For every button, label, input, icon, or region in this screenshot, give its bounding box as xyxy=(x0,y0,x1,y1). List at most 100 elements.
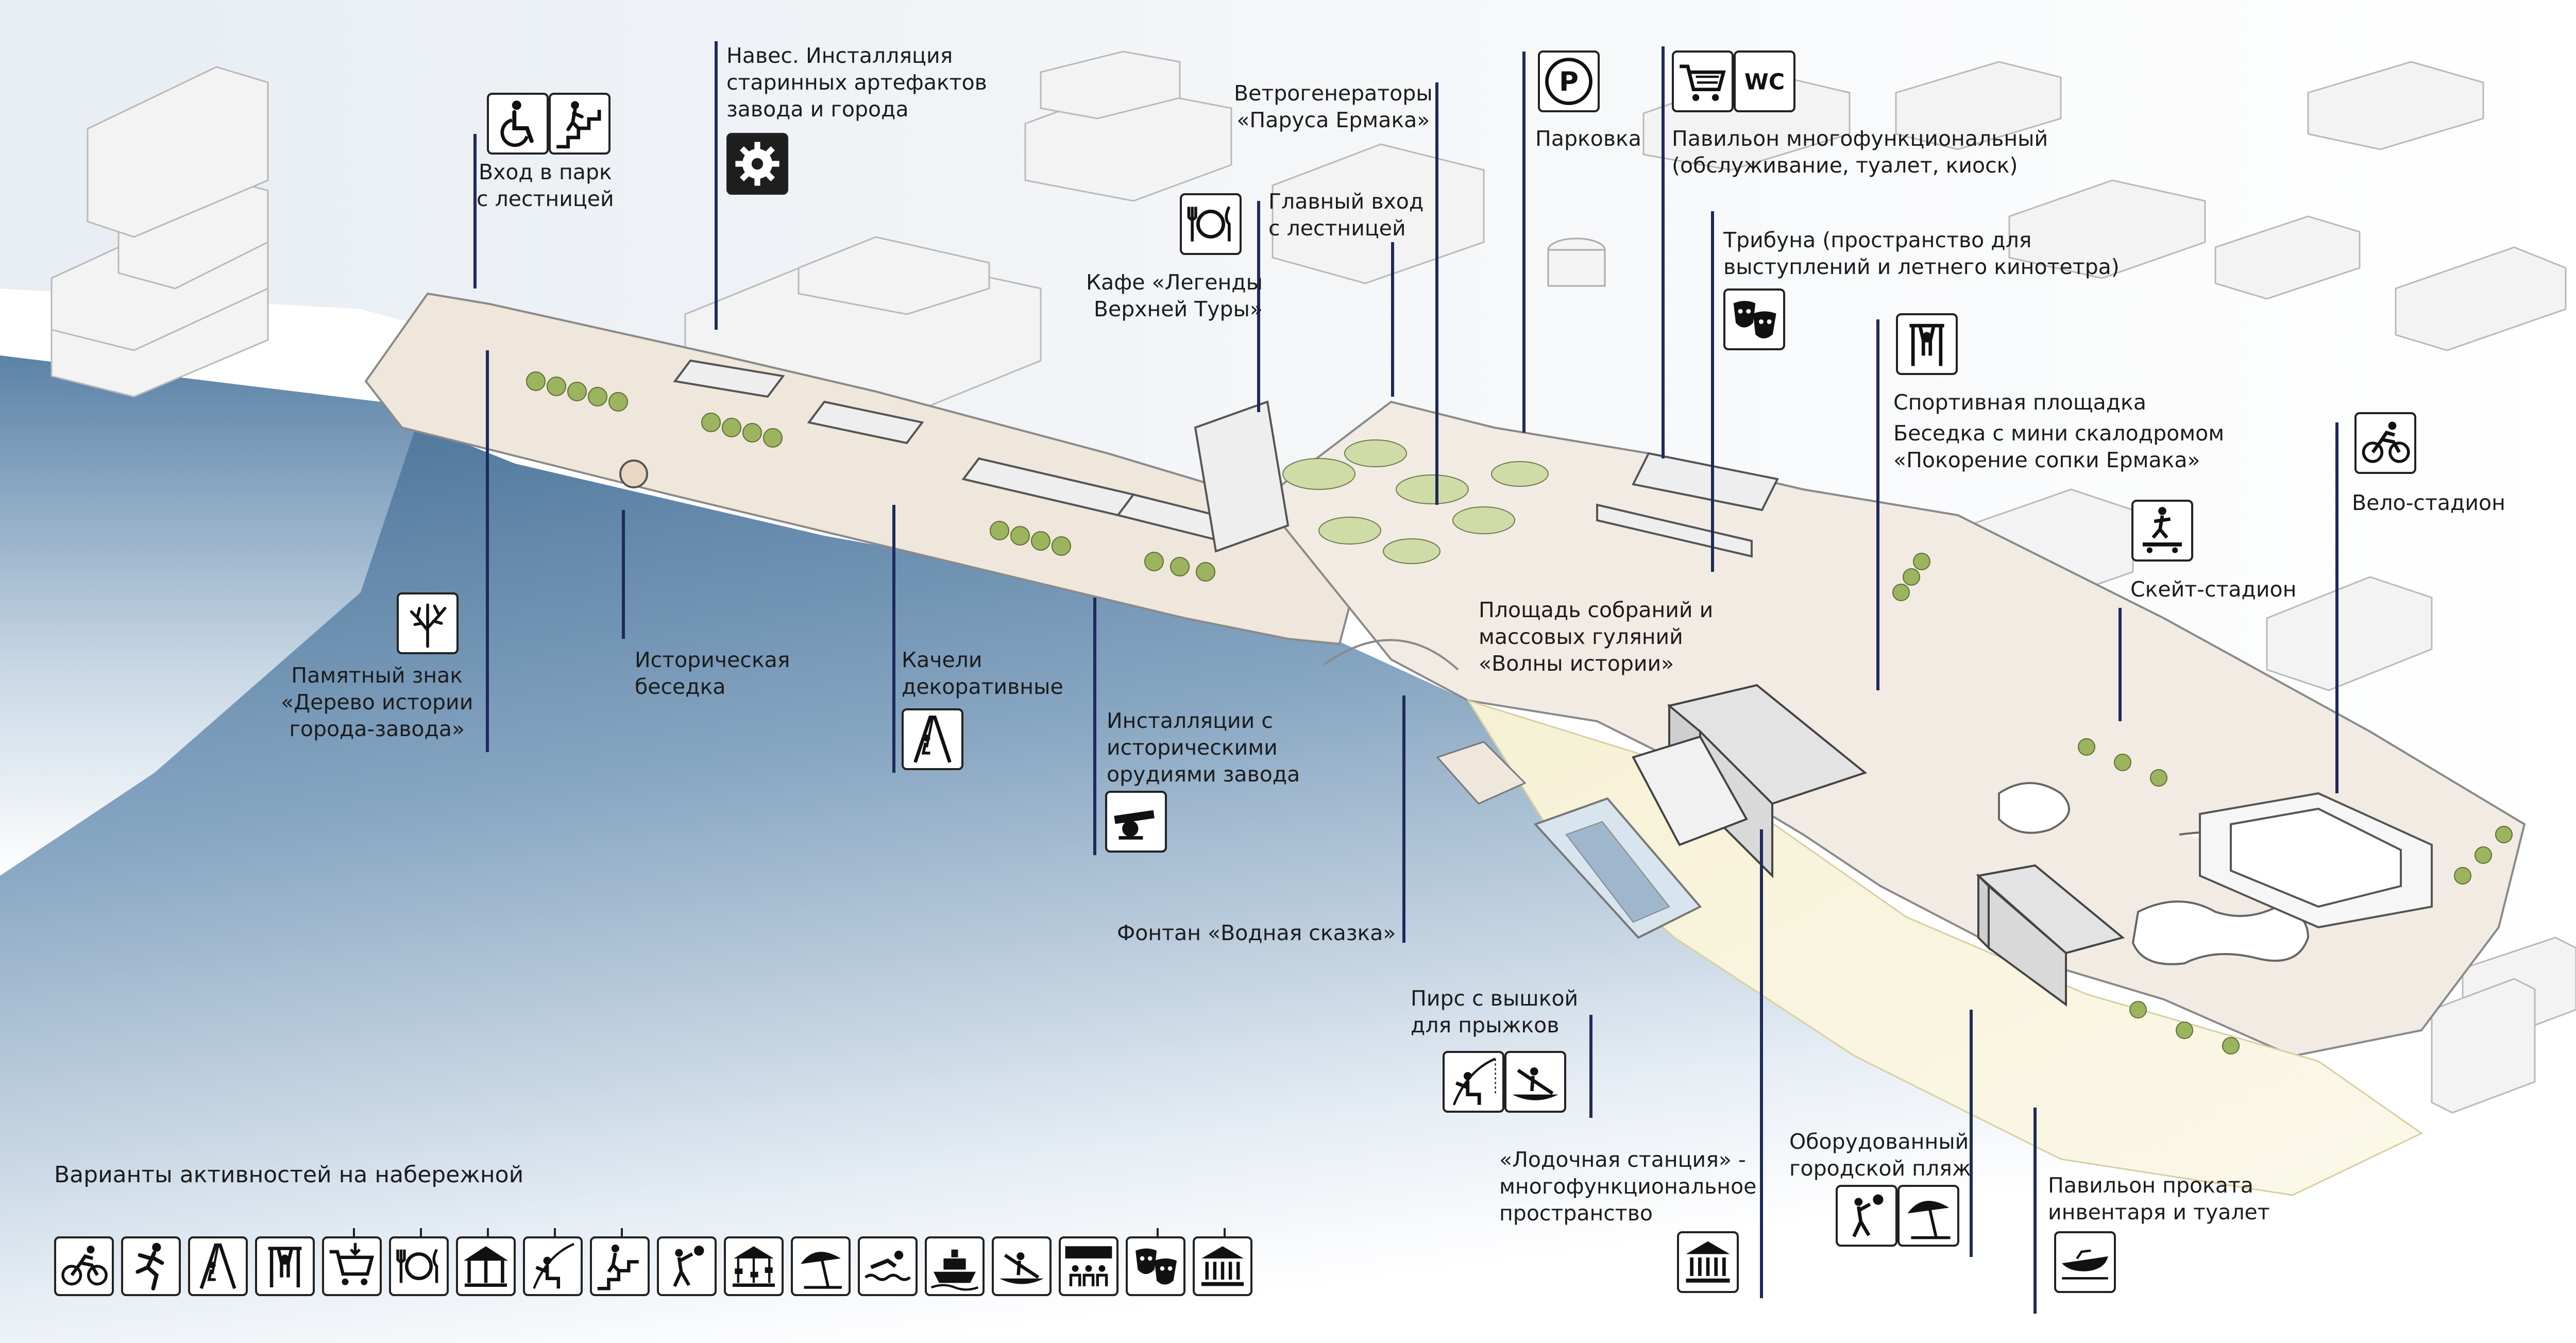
gear-icon xyxy=(726,133,788,195)
leader-parking xyxy=(1522,52,1526,433)
stairs-walker-icon xyxy=(549,93,611,155)
cafe-icon xyxy=(1180,193,1242,255)
legend-cycling-icon xyxy=(54,1236,114,1296)
label-skate-stadium: Скейт-стадион xyxy=(2130,577,2297,602)
leader-wind-generators xyxy=(1435,82,1438,505)
label-swings: Качели декоративные xyxy=(902,648,1063,699)
label-rental-pavilion: Павильон проката инвентаря и туалет xyxy=(2048,1173,2270,1225)
legend-running-icon xyxy=(121,1236,181,1296)
label-climbing-gazebo: Беседка с мини скалодромом «Покорение со… xyxy=(1893,421,2225,472)
legend-cafe-icon xyxy=(389,1228,449,1296)
label-cafe: Кафе «Легенды Верхней Туры» xyxy=(1086,270,1263,321)
leader-pier xyxy=(1589,1015,1592,1118)
legend-carousel-icon xyxy=(724,1236,784,1296)
wc-text: WC xyxy=(1744,70,1785,95)
legend-shopping-icon xyxy=(322,1228,382,1296)
leader-velodrome xyxy=(2335,422,2338,793)
leader-historic-gazebo xyxy=(622,510,625,639)
legend-marker xyxy=(1224,1228,1226,1238)
leader-main-entrance xyxy=(1391,242,1394,397)
legend-marker xyxy=(1157,1228,1159,1238)
leader-tribune xyxy=(1711,211,1714,572)
fishing-icon xyxy=(1443,1051,1504,1113)
river xyxy=(0,355,2576,1343)
pier xyxy=(1436,741,1527,805)
fountain-bay xyxy=(1323,639,1459,671)
label-cannon-installations: Инсталляции с историческими орудиями зав… xyxy=(1107,708,1300,787)
label-canopy: Навес. Инсталляция старинных артефактов … xyxy=(726,43,987,122)
central-gardens xyxy=(1282,439,1549,564)
museum-icon xyxy=(1677,1231,1739,1293)
legend-marker xyxy=(487,1228,489,1238)
legend-museum-icon xyxy=(1193,1228,1252,1296)
label-wind-generators: Ветрогенераторы «Паруса Ермака» xyxy=(1234,81,1433,132)
legend-ball-game-icon xyxy=(657,1236,717,1296)
theatre-masks-icon xyxy=(1723,288,1785,350)
legend-swing-icon xyxy=(188,1236,248,1296)
legend-ferry-icon xyxy=(925,1236,985,1296)
label-pavilion: Павильон многофункциональный (обслуживан… xyxy=(1672,126,2048,178)
trees xyxy=(526,371,2513,1055)
leader-canopy xyxy=(715,41,718,330)
label-tribune: Трибуна (пространство для выступлений и … xyxy=(1723,228,2120,279)
label-parking: Парковка xyxy=(1535,126,1641,151)
shopping-cart-icon xyxy=(1672,50,1734,112)
leader-boat-station xyxy=(1760,829,1763,1298)
leader-entrance-stairs xyxy=(473,134,477,288)
wc-icon: WC xyxy=(1734,50,1795,112)
label-entrance-stairs: Вход в парк с лестницей xyxy=(477,160,614,211)
legend-gazebo-icon xyxy=(456,1228,516,1296)
cycling-icon xyxy=(2354,412,2416,474)
label-fountain: Фонтан «Водная сказка» xyxy=(1117,921,1396,945)
legend-marker xyxy=(353,1228,355,1238)
legend-fishing-icon xyxy=(523,1228,583,1296)
label-memorial-sign: Памятный знак «Дерево истории города-зав… xyxy=(281,663,473,741)
legend-theatre-masks-icon xyxy=(1126,1228,1185,1296)
boat-icon xyxy=(2054,1231,2116,1293)
leader-cannons xyxy=(1093,598,1096,855)
legend-audience-icon xyxy=(1059,1236,1118,1296)
label-beach: Оборудованный городской пляж xyxy=(1789,1129,1971,1181)
legend-marker xyxy=(554,1228,556,1238)
skateboard-icon xyxy=(2131,500,2193,562)
legend-marker xyxy=(621,1228,623,1238)
city-buildings xyxy=(50,50,2576,1114)
wheelchair-icon xyxy=(487,93,549,155)
parking-letter: P xyxy=(1559,66,1579,97)
label-boat-station: «Лодочная станция» - многофункциональное… xyxy=(1499,1147,1757,1226)
rental-pavilion xyxy=(1976,864,2125,1007)
label-sports-ground: Спортивная площадка xyxy=(1893,390,2146,415)
volleyball-icon xyxy=(1836,1185,1897,1247)
legend-marker xyxy=(420,1228,422,1238)
legend-beach-umbrella-icon xyxy=(791,1236,851,1296)
label-pier: Пирс с вышкой для прыжков xyxy=(1411,986,1579,1038)
label-main-entrance: Главный вход с лестницей xyxy=(1268,189,1424,241)
leader-rental xyxy=(2033,1108,2037,1314)
swing-icon xyxy=(902,708,963,770)
kayak-icon xyxy=(1504,1051,1566,1113)
pavilions xyxy=(673,359,1779,558)
cannon-icon xyxy=(1105,791,1167,853)
tree-icon xyxy=(397,592,459,654)
leader-memorial xyxy=(486,350,489,752)
leader-sports xyxy=(1876,319,1879,690)
legend-workout-icon xyxy=(255,1236,315,1296)
leader-beach xyxy=(1970,1010,1973,1257)
leader-swings xyxy=(892,505,895,773)
leader-cafe xyxy=(1257,201,1260,412)
leader-fountain xyxy=(1402,695,1405,943)
beach-umbrella-icon xyxy=(1897,1185,1959,1247)
workout-icon xyxy=(1896,313,1958,375)
historic-gazebo xyxy=(619,460,648,488)
label-gathering-square: Площадь собраний и массовых гуляний «Вол… xyxy=(1479,598,1714,676)
leader-skate xyxy=(2119,608,2122,721)
label-velodrome: Вело-стадион xyxy=(2352,490,2505,515)
legend-kayak-icon xyxy=(992,1236,1052,1296)
river-left xyxy=(0,355,422,876)
leader-pavilion xyxy=(1662,46,1665,458)
legend-swimming-icon xyxy=(858,1236,918,1296)
label-historic-gazebo: Историческая беседка xyxy=(635,648,790,699)
velodrome-track xyxy=(2199,792,2433,929)
